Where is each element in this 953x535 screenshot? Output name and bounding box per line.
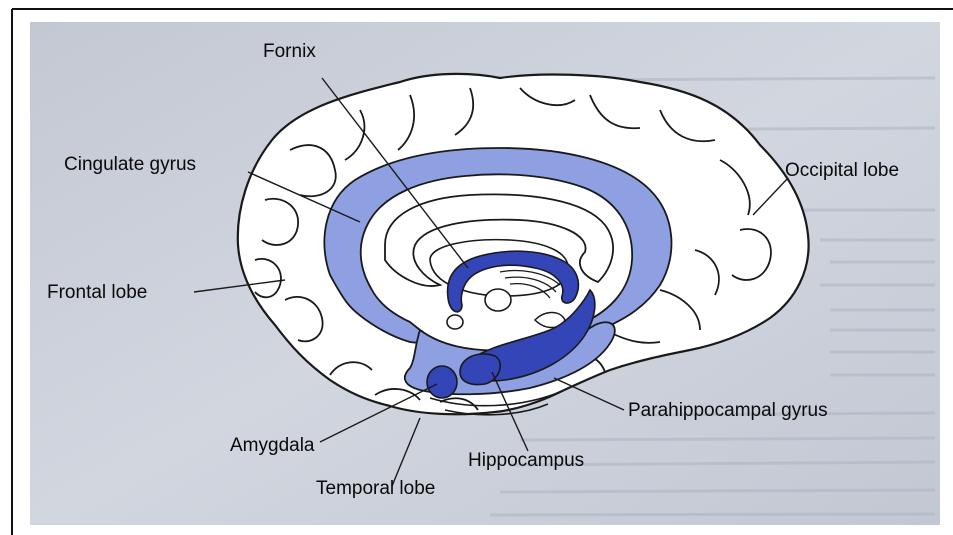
label-hippocampus: Hippocampus (468, 450, 584, 472)
label-frontal-lobe: Frontal lobe (47, 282, 147, 304)
small-nucleus (447, 315, 463, 329)
label-fornix: Fornix (263, 41, 316, 63)
label-occipital-lobe: Occipital lobe (785, 160, 899, 182)
mammillary-body (485, 289, 511, 311)
hippocampus-head (460, 354, 500, 385)
label-amygdala: Amygdala (230, 435, 315, 457)
label-temporal-lobe: Temporal lobe (316, 478, 435, 500)
amygdala-region (427, 366, 457, 398)
label-parahippocampal-gyrus: Parahippocampal gyrus (628, 400, 828, 422)
label-cingulate-gyrus: Cingulate gyrus (64, 154, 196, 176)
